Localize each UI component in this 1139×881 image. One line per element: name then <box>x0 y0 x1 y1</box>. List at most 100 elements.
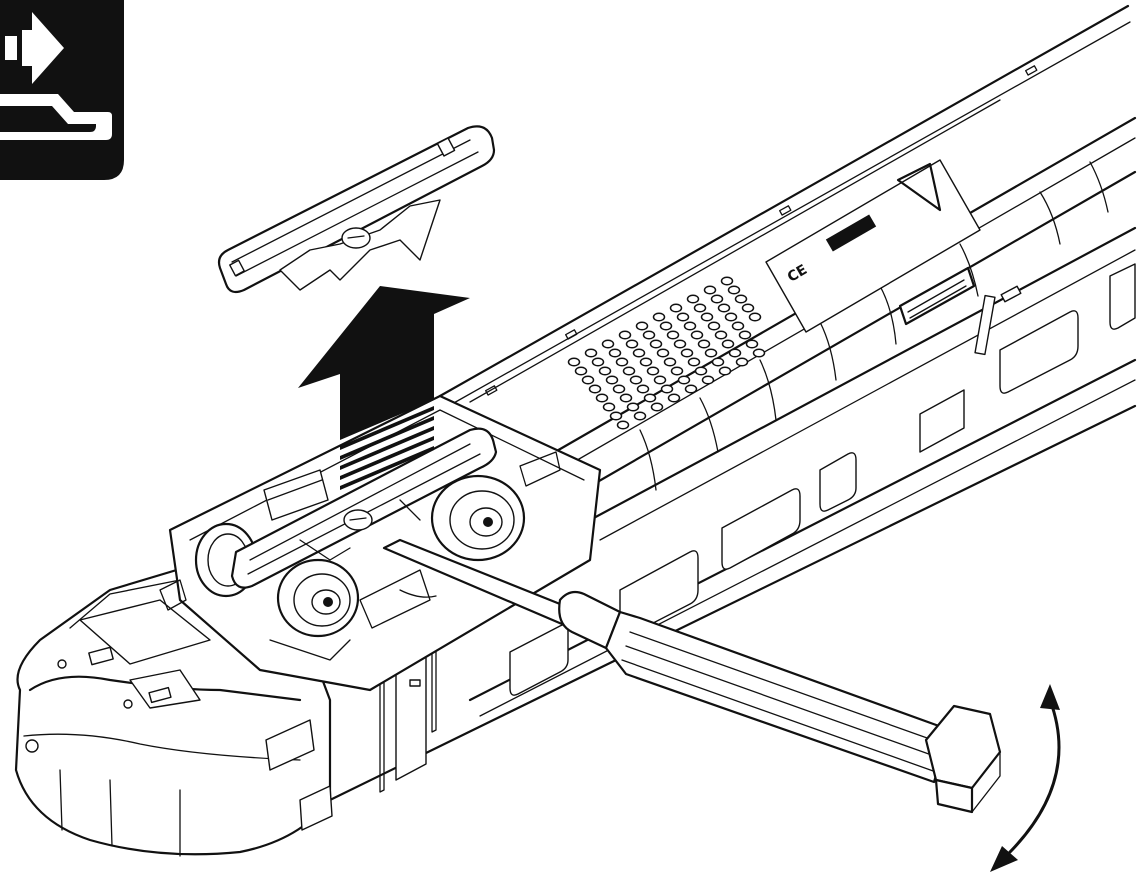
vent-hole <box>635 321 649 331</box>
vent-hole <box>653 375 667 385</box>
vent-hole <box>731 321 745 331</box>
motion-stripe <box>340 426 434 470</box>
vent-hole <box>660 384 674 394</box>
vent-hole <box>687 357 701 367</box>
vent-hole <box>605 375 619 385</box>
vent-hole <box>602 402 616 412</box>
vent-hole <box>567 357 581 367</box>
vent-hole <box>639 357 653 367</box>
vent-hole <box>676 312 690 322</box>
vent-hole <box>642 330 656 340</box>
motion-stripe <box>340 436 434 480</box>
vent-hole <box>718 366 732 376</box>
vent-hole <box>619 393 633 403</box>
vent-hole <box>710 294 724 304</box>
vent-hole <box>728 348 742 358</box>
vent-hole <box>748 312 762 322</box>
vent-hole <box>588 384 602 394</box>
screwdriver <box>382 538 1002 814</box>
vent-hole <box>686 294 700 304</box>
vent-hole <box>650 402 664 412</box>
vent-hole <box>701 375 715 385</box>
vent-hole <box>618 330 632 340</box>
vent-hole <box>581 375 595 385</box>
locomotive-body <box>328 4 1137 802</box>
vent-hole <box>724 312 738 322</box>
vent-hole <box>636 384 650 394</box>
vent-hole <box>643 393 657 403</box>
vent-hole <box>684 384 698 394</box>
vent-hole <box>584 348 598 358</box>
rail-profile-icon <box>0 94 112 140</box>
vent-hole <box>670 366 684 376</box>
vent-hole <box>752 348 766 358</box>
vent-hole <box>656 348 670 358</box>
vent-hole <box>595 393 609 403</box>
vent-hole <box>720 276 734 286</box>
vent-hole <box>717 303 731 313</box>
side-windows <box>509 263 1136 696</box>
vent-hole <box>727 285 741 295</box>
vent-hole <box>622 366 636 376</box>
roof-connector <box>898 266 1022 356</box>
bogie-bay <box>159 394 602 692</box>
direction-of-travel-icon <box>0 0 124 180</box>
vent-hole <box>707 321 721 331</box>
vent-hole <box>612 384 626 394</box>
vent-hole <box>659 321 673 331</box>
vent-hole <box>703 285 717 295</box>
vent-hole <box>694 366 708 376</box>
roof-vent-grille <box>567 276 766 430</box>
vent-hole <box>632 348 646 358</box>
motion-stripe <box>340 446 434 490</box>
vent-hole <box>735 357 749 367</box>
vent-hole <box>683 321 697 331</box>
motion-stripe <box>340 406 434 450</box>
model-label <box>825 214 877 252</box>
vent-hole <box>704 348 718 358</box>
vent-hole <box>714 330 728 340</box>
motion-stripe <box>340 416 434 460</box>
bogie-clip-removed <box>217 125 496 294</box>
vent-hole <box>677 375 691 385</box>
vent-hole <box>700 312 714 322</box>
vent-hole <box>721 339 735 349</box>
vent-hole <box>711 357 725 367</box>
up-arrow-icon <box>298 286 470 490</box>
vent-hole <box>690 330 704 340</box>
bogie-clip-installed <box>230 427 498 589</box>
vent-hole <box>680 348 694 358</box>
warning-triangle-icon <box>896 162 942 212</box>
vent-hole <box>649 339 663 349</box>
vent-hole <box>615 357 629 367</box>
vent-hole <box>633 411 647 421</box>
vent-hole <box>629 375 643 385</box>
vent-hole <box>738 330 752 340</box>
vent-hole <box>741 303 755 313</box>
vent-hole <box>663 357 677 367</box>
nameplate: CE <box>765 159 981 333</box>
wheel-front <box>276 558 360 638</box>
vent-hole <box>745 339 759 349</box>
right-arrow-icon <box>0 12 64 84</box>
vent-hole <box>625 339 639 349</box>
vent-hole <box>734 294 748 304</box>
wheel-rear <box>430 474 526 562</box>
vent-hole <box>667 393 681 403</box>
vent-hole <box>609 411 623 421</box>
vent-hole <box>666 330 680 340</box>
vent-hole <box>673 339 687 349</box>
vent-hole <box>646 366 660 376</box>
vent-hole <box>626 402 640 412</box>
vent-hole <box>608 348 622 358</box>
vent-hole <box>598 366 612 376</box>
vent-hole <box>601 339 615 349</box>
vent-hole <box>669 303 683 313</box>
vent-hole <box>591 357 605 367</box>
vent-hole <box>693 303 707 313</box>
vent-hole <box>697 339 711 349</box>
rotate-arrow-icon <box>990 684 1061 872</box>
vent-hole <box>652 312 666 322</box>
vent-hole <box>574 366 588 376</box>
